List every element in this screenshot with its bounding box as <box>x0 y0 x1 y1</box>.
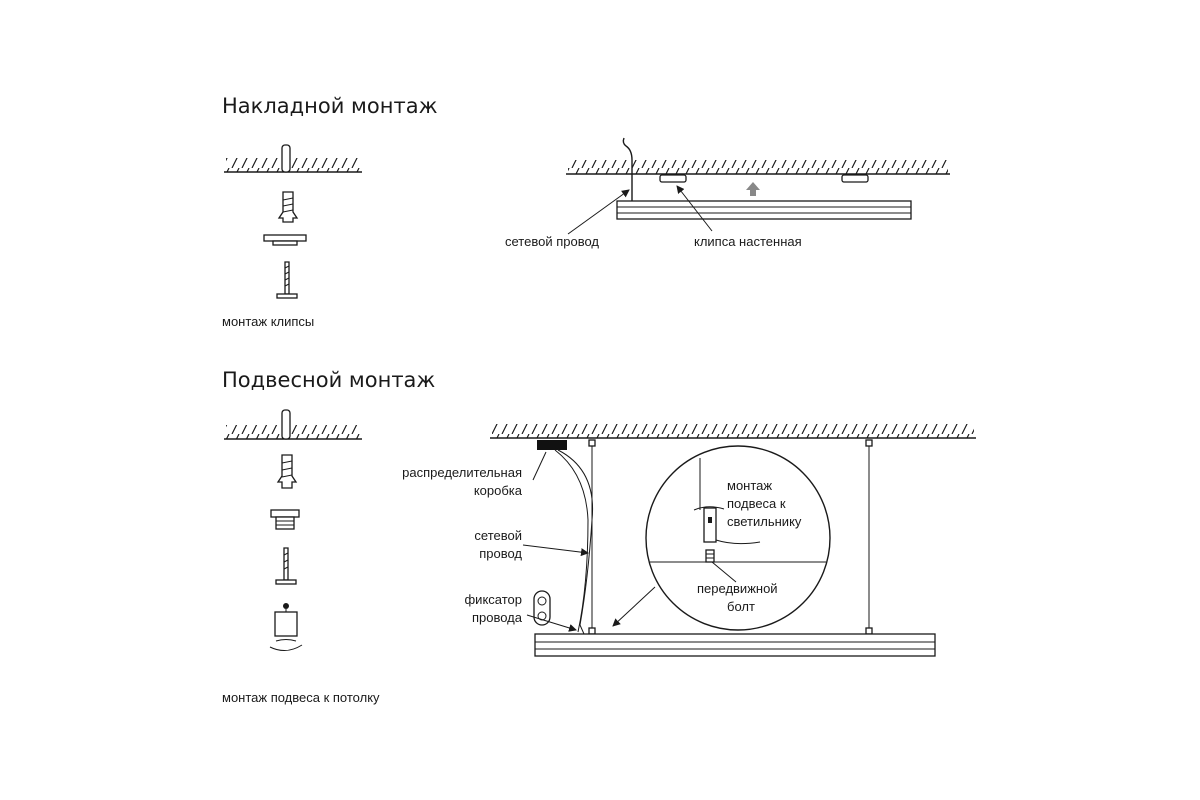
suspended-screw-icon <box>275 547 297 585</box>
luminaire-mount-label: монтаж подвеса к светильнику <box>727 478 802 529</box>
wall-clip-label: клипса настенная <box>694 234 802 249</box>
detail-magnifier <box>645 445 831 631</box>
cable-lock-pointer <box>526 614 577 632</box>
ceiling-dowel-icon <box>281 144 291 173</box>
suspended-power-cable <box>554 449 594 635</box>
cable-lock-label: фиксатор провода <box>464 592 522 625</box>
svg-text:коробка: коробка <box>474 483 523 498</box>
svg-text:болт: болт <box>727 599 755 614</box>
hanger-rotation-icon <box>269 603 303 651</box>
sliding-bolt-pointer <box>711 561 737 583</box>
surface-ceiling-right <box>566 160 950 175</box>
wall-plug-icon <box>277 191 299 223</box>
wall-clip-pointer <box>676 185 713 232</box>
svg-text:монтаж: монтаж <box>727 478 772 493</box>
ceiling-mount-label: монтаж подвеса к потолку <box>222 690 380 705</box>
lift-arrow-icon <box>746 182 760 196</box>
junction-box-label: распределительная коробка <box>402 465 523 498</box>
svg-text:фиксатор: фиксатор <box>464 592 522 607</box>
svg-text:распределительная: распределительная <box>402 465 522 480</box>
suspended-ceiling-right <box>490 424 976 439</box>
sliding-bolt-label: передвижной болт <box>697 581 778 614</box>
power-cable-pointer <box>567 189 630 235</box>
svg-text:подвеса к: подвеса к <box>727 496 786 511</box>
mounting-clip-icon <box>263 234 307 246</box>
suspended-luminaire <box>534 633 936 657</box>
suspension-cables <box>588 439 873 635</box>
svg-text:передвижной: передвижной <box>697 581 778 596</box>
surface-mount-title: Накладной монтаж <box>222 94 438 118</box>
cable-lock-icon <box>533 590 551 626</box>
svg-text:провода: провода <box>472 610 523 625</box>
suspended-mount-title: Подвесной монтаж <box>222 368 435 392</box>
svg-text:провод: провод <box>479 546 522 561</box>
junction-box-pointer <box>532 451 547 481</box>
svg-text:сетевой: сетевой <box>474 528 522 543</box>
suspended-dowel-icon <box>281 409 291 440</box>
surface-luminaire <box>616 200 912 220</box>
suspended-wall-plug-icon <box>276 454 298 489</box>
screw-icon <box>276 261 298 299</box>
wall-clip-left-icon <box>659 174 687 183</box>
junction-box-icon <box>537 440 567 450</box>
suspended-power-cable-label: сетевой провод <box>474 528 522 561</box>
power-cable-label: сетевой провод <box>505 234 599 249</box>
power-cable-surface <box>622 137 633 201</box>
ceiling-cap-icon <box>270 509 300 530</box>
suspended-cable-pointer <box>522 544 589 557</box>
wall-clip-right-icon <box>841 174 869 183</box>
suspended-ceiling-left <box>224 425 362 440</box>
svg-text:светильнику: светильнику <box>727 514 802 529</box>
clip-mount-label: монтаж клипсы <box>222 314 314 329</box>
magnifier-pointer <box>612 586 656 627</box>
surface-ceiling-left <box>224 158 362 173</box>
